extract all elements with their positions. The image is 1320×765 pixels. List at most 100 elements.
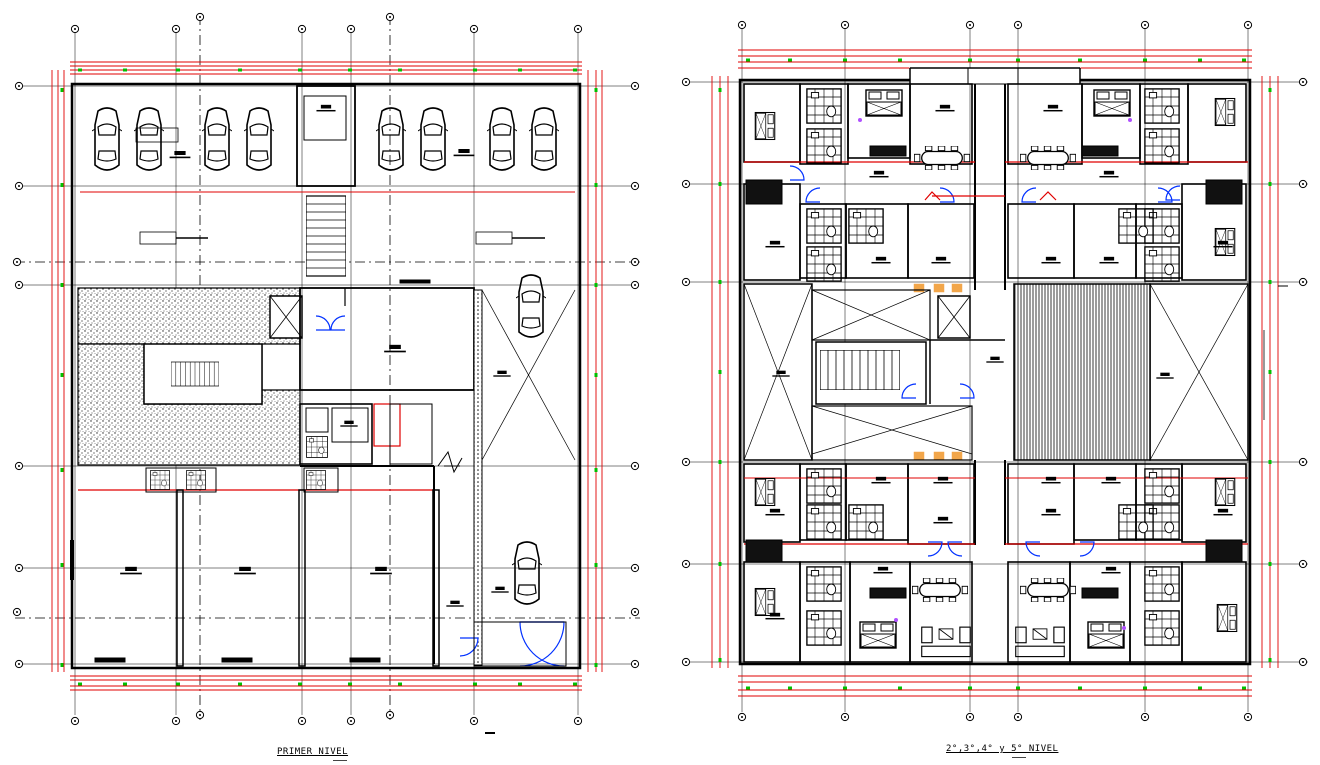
elevator-shaft — [303, 95, 347, 141]
toilet-icon — [1118, 504, 1154, 540]
void-cross — [1149, 283, 1249, 461]
grid-bubble-icon — [630, 607, 640, 617]
upper-floors-scale-mark — [1012, 757, 1026, 758]
door-swing-icon — [939, 187, 955, 203]
grid-bubble-icon — [195, 710, 205, 720]
toilet-icon — [806, 208, 842, 244]
green-marker — [60, 183, 64, 187]
garage-gate — [473, 621, 567, 667]
green-marker — [594, 183, 598, 187]
grid-bubble-icon — [573, 716, 583, 726]
apartment-room — [1139, 83, 1189, 165]
door-swing-icon — [1079, 541, 1095, 557]
green-marker — [123, 682, 127, 686]
bed-icon — [1214, 477, 1236, 507]
table-icon — [1020, 146, 1076, 170]
car-icon — [134, 107, 164, 171]
grid-bubble-icon — [1298, 457, 1308, 467]
column-wall — [298, 489, 306, 667]
toilet-icon — [1144, 88, 1180, 124]
ramp-cross — [481, 289, 576, 461]
room-label — [765, 508, 785, 516]
grid-bubble-icon — [171, 716, 181, 726]
room-label — [1099, 256, 1119, 264]
toilet-icon — [1144, 610, 1180, 646]
apartment-room — [743, 83, 801, 163]
room-label — [1101, 566, 1121, 574]
grid-bubble-icon — [1298, 277, 1308, 287]
door-swing-icon — [1165, 185, 1181, 201]
skylight-grille — [1013, 283, 1151, 461]
toilet-icon — [1118, 208, 1154, 244]
grid-bubble-icon — [70, 24, 80, 34]
green-marker — [1143, 686, 1147, 690]
apartment-room — [907, 463, 975, 545]
toilet-icon — [806, 610, 842, 646]
grid-bubble-icon — [840, 712, 850, 722]
grid-bubble-icon — [965, 712, 975, 722]
green-marker — [594, 88, 598, 92]
apartment-room — [1007, 561, 1071, 663]
room-label — [384, 344, 406, 353]
toilet-icon — [848, 504, 884, 540]
marker-dot — [894, 618, 898, 622]
green-marker — [746, 58, 750, 62]
green-marker — [60, 663, 64, 667]
green-marker — [473, 68, 477, 72]
door-swing-icon — [1157, 187, 1173, 203]
room-label — [765, 612, 785, 620]
room-label — [873, 566, 893, 574]
stair-icon — [171, 361, 219, 387]
green-marker — [718, 182, 722, 186]
bed-icon — [859, 621, 897, 649]
car-icon — [244, 107, 274, 171]
door-swing-icon — [805, 187, 821, 203]
grid-bubble-icon — [1298, 179, 1308, 189]
service-room — [331, 407, 369, 443]
car-icon — [92, 107, 122, 171]
room-label — [933, 516, 953, 524]
green-marker — [78, 682, 82, 686]
parking-marking — [139, 231, 177, 245]
accent-tile — [951, 451, 963, 461]
lobby-room — [299, 287, 475, 391]
grid-bubble-icon — [1013, 712, 1023, 722]
room-label — [1041, 508, 1061, 516]
green-marker — [594, 373, 598, 377]
green-marker — [1268, 460, 1272, 464]
green-marker — [60, 563, 64, 567]
first-floor-scale-mark — [333, 760, 347, 761]
first-floor-plan — [12, 12, 640, 734]
grid-bubble-icon — [630, 461, 640, 471]
room-label — [772, 370, 790, 377]
grid-bubble-icon — [681, 657, 691, 667]
partition-line — [924, 191, 941, 201]
grid-bubble-icon — [14, 81, 24, 91]
door-swing-icon — [315, 315, 331, 331]
green-marker — [78, 68, 82, 72]
toilet-icon — [806, 128, 842, 164]
marker-dot — [1128, 118, 1132, 122]
green-marker — [238, 68, 242, 72]
grid-bubble-icon — [385, 710, 395, 720]
room-label — [1213, 508, 1233, 516]
green-marker — [348, 682, 352, 686]
stair-icon — [306, 195, 346, 277]
toilet-icon — [806, 246, 842, 282]
room-label — [765, 240, 785, 248]
green-marker — [1242, 58, 1246, 62]
green-marker — [594, 468, 598, 472]
green-marker — [1078, 686, 1082, 690]
toilet-icon — [806, 566, 842, 602]
notch — [909, 67, 1081, 85]
light-well — [743, 283, 813, 461]
room-label — [986, 356, 1004, 363]
door-swing-icon — [959, 383, 975, 399]
grid-bubble-icon — [573, 24, 583, 34]
green-marker — [788, 58, 792, 62]
accent-tile — [913, 451, 925, 461]
bed-icon — [754, 111, 776, 141]
room-label — [491, 586, 509, 593]
green-marker — [1198, 686, 1202, 690]
room-label — [931, 256, 951, 264]
